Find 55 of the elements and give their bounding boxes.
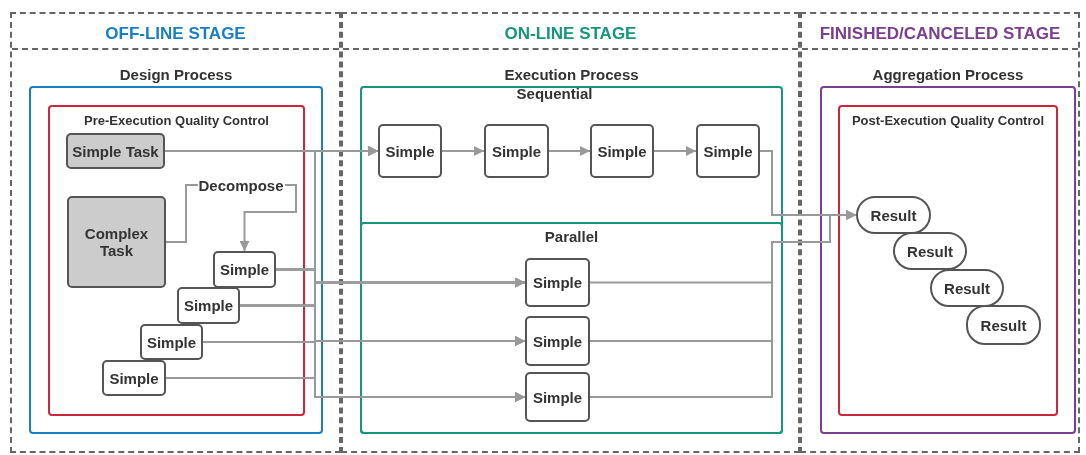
task-box: [525, 258, 590, 307]
task-box: [102, 360, 166, 396]
box-label: Simple: [597, 142, 647, 160]
box-label: Simple: [385, 142, 435, 160]
box-label: Simple: [532, 332, 583, 350]
result-pill: [893, 232, 967, 270]
heading: FINISHED/CANCELED STAGE: [818, 24, 1062, 44]
heading: Pre-Execution Quality Control: [83, 113, 270, 128]
heading: OFF-LINE STAGE: [104, 24, 247, 44]
arrow: [589, 210, 857, 398]
heading: Design Process: [118, 66, 234, 83]
heading: Execution Process: [503, 66, 640, 83]
stage-column: [10, 12, 341, 453]
section-label: Sequential: [515, 85, 594, 102]
task-box: [378, 124, 442, 178]
task-box: [525, 372, 590, 422]
task-box: [66, 133, 165, 169]
box-label: Simple: [109, 369, 159, 387]
task-box: [484, 124, 549, 178]
heading: ON-LINE STAGE: [503, 24, 638, 44]
result-pill: [930, 269, 1004, 307]
task-box: [525, 316, 590, 366]
result-pill: [966, 305, 1041, 345]
quality-control-box: [48, 105, 305, 416]
heading: Aggregation Process: [871, 66, 1025, 83]
arrow: [653, 146, 697, 156]
stage-column: [341, 12, 800, 453]
parallel-box: [360, 222, 783, 434]
task-box: [67, 196, 166, 288]
task-box: [590, 124, 654, 178]
quality-control-box: [838, 105, 1058, 416]
task-box: [696, 124, 760, 178]
result-pill: [856, 196, 931, 234]
task-box: [140, 324, 203, 360]
box-label: Simple: [219, 261, 270, 278]
box-label: Simple: [703, 142, 753, 160]
arrow: [548, 146, 591, 156]
box-label: Complex Task: [83, 225, 150, 259]
box-label: Simple: [146, 333, 197, 351]
arrow: [165, 377, 526, 402]
box-label: Result: [870, 206, 917, 224]
box-label: Simple: [532, 388, 583, 406]
stage-column: [800, 12, 1080, 453]
heading: Post-Execution Quality Control: [850, 113, 1046, 128]
box-label: Result: [907, 242, 953, 260]
box-label: Result: [980, 316, 1027, 334]
box-label: Simple: [532, 274, 583, 291]
box-label: Simple Task: [72, 142, 159, 160]
box-label: Result: [944, 279, 990, 297]
box-label: Simple: [183, 297, 234, 314]
task-box: [213, 251, 276, 288]
arrow: [441, 146, 485, 156]
task-box: [177, 287, 240, 324]
box-label: Simple: [491, 142, 542, 160]
heading: Parallel: [543, 228, 600, 245]
